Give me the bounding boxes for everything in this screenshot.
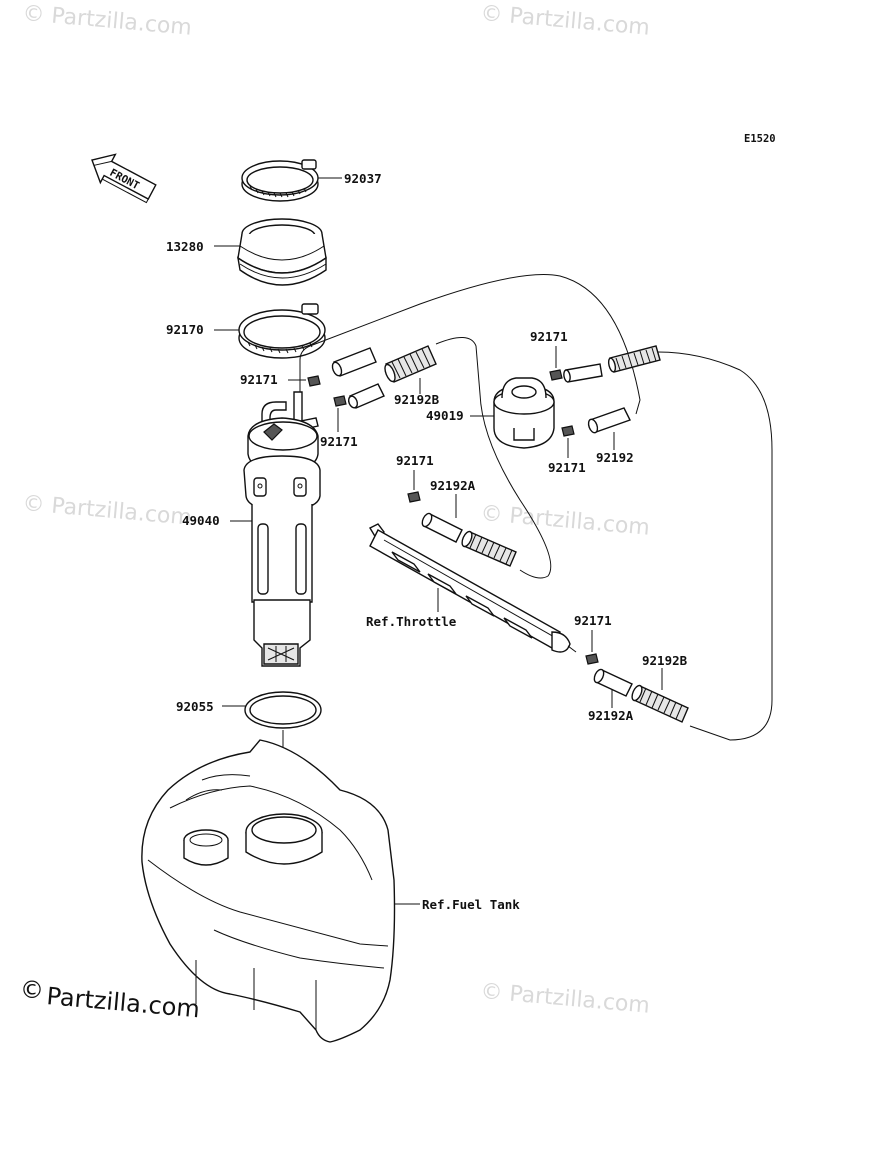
watermark-text: © Partzilla.com: [479, 979, 650, 1019]
part-number-13280: 13280: [166, 239, 204, 254]
clip-92171-rail: 92171: [396, 453, 434, 503]
part-number-92055: 92055: [176, 699, 214, 714]
hose-92192a-lower: 92192A: [588, 668, 634, 723]
fuel-rail: Ref.Throttle: [366, 523, 577, 653]
part-number-49019: 49019: [426, 408, 464, 423]
fuel-tank: Ref.Fuel Tank: [141, 739, 520, 1043]
part-number-92171-b: 92171: [320, 434, 358, 449]
part-number-92192b-lower: 92192B: [642, 653, 688, 668]
front-arrow: FRONT: [91, 153, 157, 204]
ref-throttle-label: Ref.Throttle: [366, 614, 457, 629]
watermark-main-text: Partzilla.com: [45, 982, 200, 1023]
hose-92192a-upper: 92192A: [421, 478, 517, 567]
part-number-49040: 49040: [182, 513, 220, 528]
clip-92171-pump-a: 92171: [240, 372, 321, 387]
clip-92171-rail-end: 92171: [574, 613, 612, 665]
clamp-92037: 92037: [241, 159, 382, 202]
copyright-symbol: ©: [20, 976, 44, 1004]
watermark-text: © Partzilla.com: [479, 501, 650, 541]
part-number-92171-filter-b: 92171: [548, 460, 586, 475]
gasket-92055: 92055: [176, 691, 322, 806]
part-number-92192: 92192: [596, 450, 634, 465]
partzilla-watermark: © Partzilla.com: [20, 976, 201, 1023]
seal-13280: 13280: [166, 218, 327, 286]
filter-49019: 49019: [426, 377, 555, 449]
watermark-text: © Partzilla.com: [21, 1, 192, 41]
part-number-92037: 92037: [344, 171, 382, 186]
part-number-92192a-upper: 92192A: [430, 478, 476, 493]
clip-92171-filter-b: 92171: [548, 425, 586, 475]
part-number-92170: 92170: [166, 322, 204, 337]
part-number-92171-rail: 92171: [396, 453, 434, 468]
part-number-92192b-upper: 92192B: [394, 392, 440, 407]
part-number-92171-a: 92171: [240, 372, 278, 387]
watermark-text: © Partzilla.com: [479, 1, 650, 41]
watermark-text: © Partzilla.com: [21, 491, 192, 531]
part-number-92171-filter-a: 92171: [530, 329, 568, 344]
fuel-pump-49040: 49040: [182, 391, 321, 667]
hose-92192b-lower: 92192B: [631, 653, 689, 723]
clamp-92170: 92170: [166, 303, 326, 359]
part-number-92171-rail-end: 92171: [574, 613, 612, 628]
diagram-code: E1520: [744, 133, 776, 145]
hose-short-pump: [331, 347, 385, 409]
part-number-92192a-lower: 92192A: [588, 708, 634, 723]
hose-filter-outlet: [563, 345, 661, 383]
clip-92171-pump-b: 92171: [320, 395, 358, 449]
fuel-line-routing: [299, 274, 773, 741]
hose-92192: 92192: [587, 407, 634, 465]
clip-92171-filter-a: 92171: [530, 329, 568, 381]
ref-fuel-tank-label: Ref.Fuel Tank: [422, 897, 520, 912]
hose-92192b-upper: 92192B: [384, 345, 440, 407]
